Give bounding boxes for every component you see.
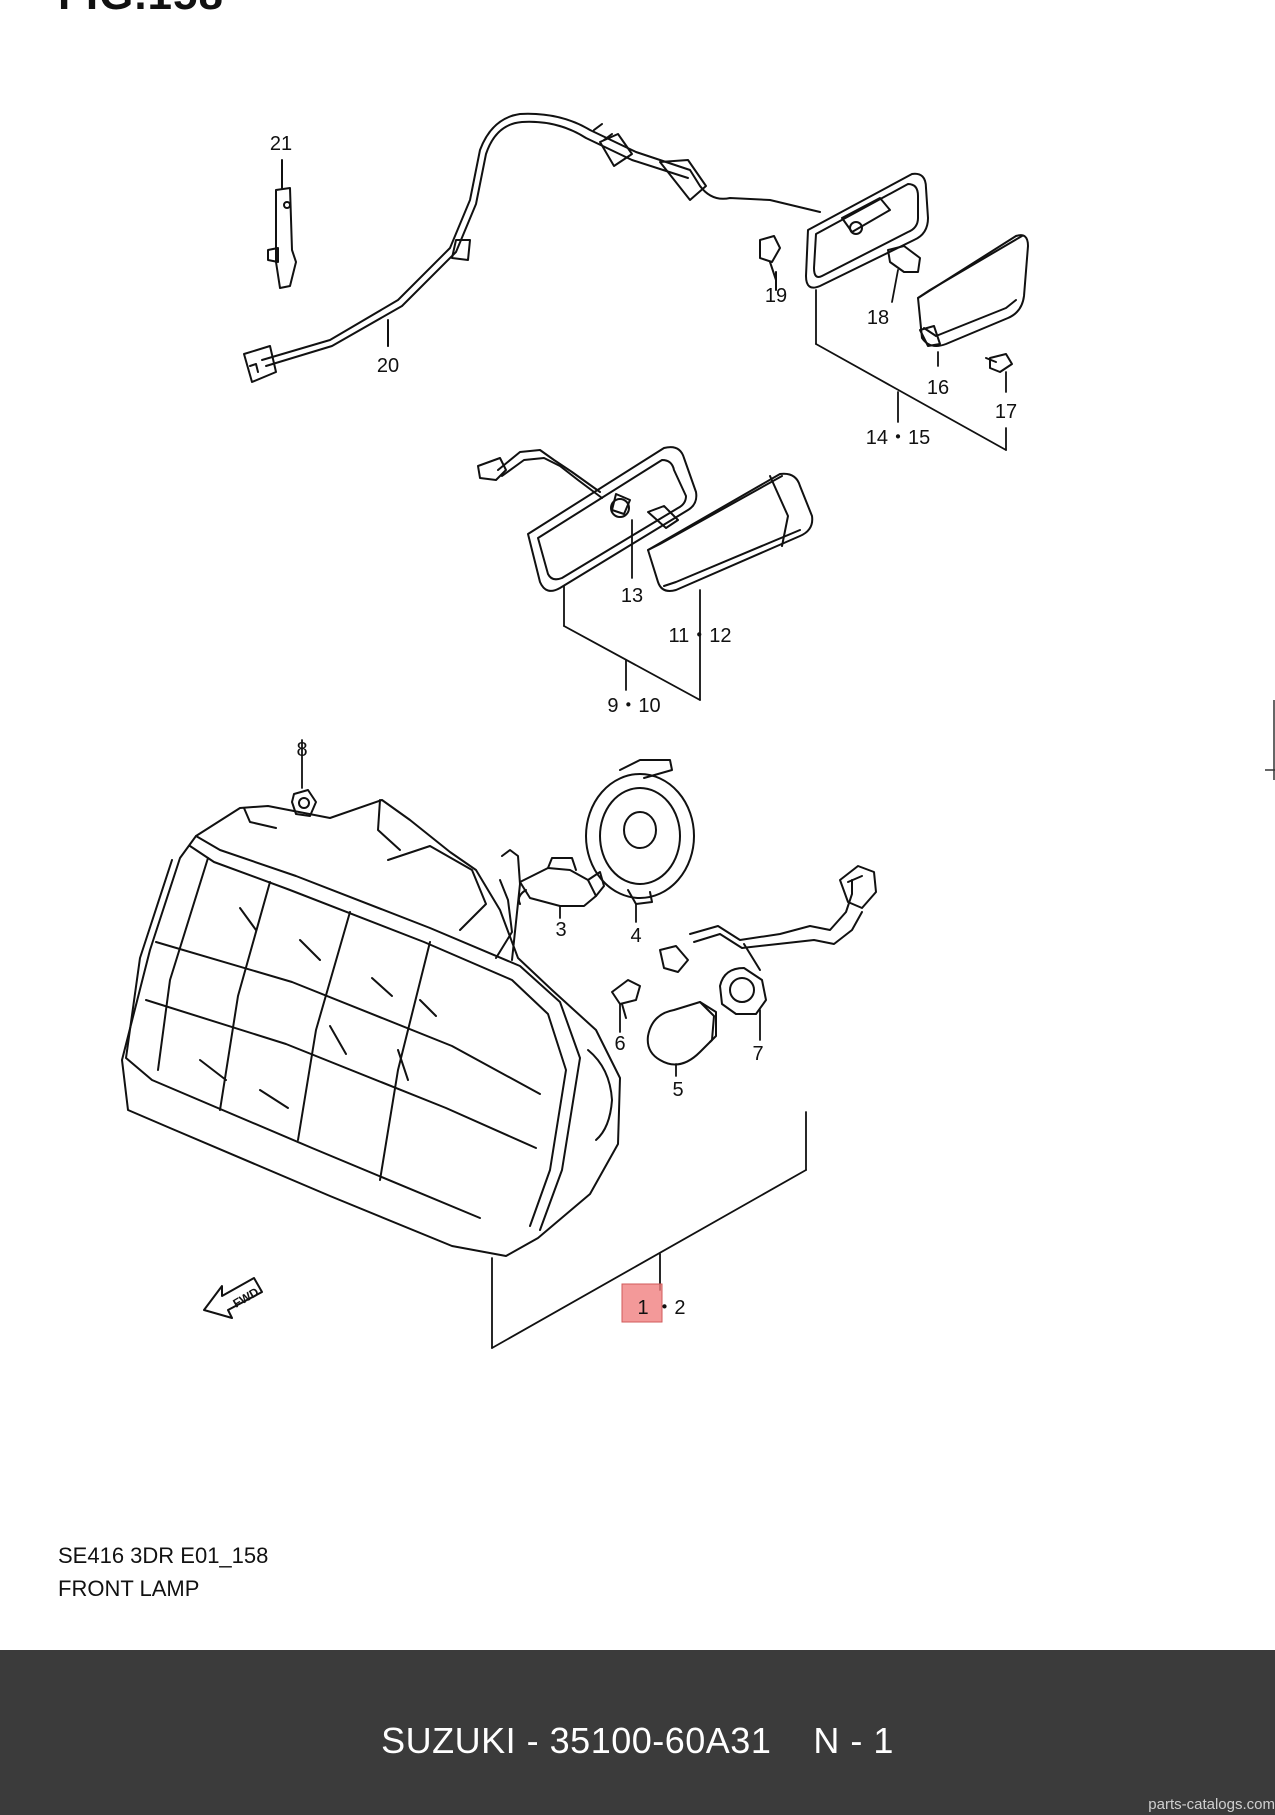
callout-4: 4: [630, 925, 641, 947]
part-13-bulb-socket[interactable]: [477, 449, 679, 529]
part-3-headlamp-bulb[interactable]: [501, 849, 605, 961]
part-18-bulb[interactable]: [887, 245, 921, 273]
callout-11-12: 11・12: [668, 625, 731, 647]
part-9-side-marker-housing[interactable]: [527, 446, 698, 592]
figure-code: SE416 3DR E01_158: [58, 1543, 269, 1568]
callout-13: 13: [621, 585, 643, 607]
callout-21: 21: [270, 133, 292, 155]
part-17-screw[interactable]: [985, 353, 1013, 373]
part-6-position-bulb[interactable]: [611, 979, 641, 1019]
callout-8: 8: [296, 739, 307, 761]
figure-title: FIG.158: [58, 0, 224, 20]
fwd-direction-arrow: [203, 1277, 263, 1319]
leader-lines: [281, 163, 1007, 1349]
part-4-dust-cover[interactable]: [585, 759, 695, 905]
part-11-side-marker-lens[interactable]: [647, 472, 814, 592]
callout-3: 3: [555, 919, 566, 941]
callout-9-10: 9・10: [607, 695, 660, 717]
callout-19: 19: [765, 285, 787, 307]
part-1-headlamp-unit[interactable]: [121, 799, 621, 1257]
highlight-box-item-1: [621, 1283, 663, 1323]
figure-name: FRONT LAMP: [58, 1576, 200, 1601]
watermark: parts-catalogs.com: [1148, 1796, 1275, 1813]
callout-1[interactable]: 1: [637, 1297, 648, 1319]
callout-2: ・2: [654, 1297, 685, 1319]
callout-5: 5: [672, 1079, 683, 1101]
callout-6: 6: [614, 1033, 625, 1055]
page-edge-marks: [1265, 700, 1275, 780]
part-8-nut[interactable]: [291, 789, 317, 817]
callout-18: 18: [867, 307, 889, 329]
callout-14-15: 14・15: [866, 427, 931, 449]
part-20-wiring-harness[interactable]: [243, 112, 821, 383]
part-16-lens[interactable]: [917, 234, 1029, 347]
footer-bar: SUZUKI - 35100-60A31 N - 1 parts-catalog…: [0, 1650, 1275, 1815]
callout-17: 17: [995, 401, 1017, 423]
part-14-side-lamp-housing[interactable]: [805, 172, 929, 289]
part-5-turn-signal-bulb[interactable]: [646, 1001, 717, 1066]
part-19-screw[interactable]: [759, 235, 781, 291]
part-number-title: SUZUKI - 35100-60A31 N - 1: [381, 1720, 894, 1761]
callout-16: 16: [927, 377, 949, 399]
callout-7: 7: [752, 1043, 763, 1065]
callout-20: 20: [377, 355, 399, 377]
front-lamp-exploded-diagram: 21 20 19 18 16 17 14・15 13 11・12 9・10 8 …: [121, 112, 1029, 1349]
part-7-socket-harness[interactable]: [659, 865, 877, 1015]
